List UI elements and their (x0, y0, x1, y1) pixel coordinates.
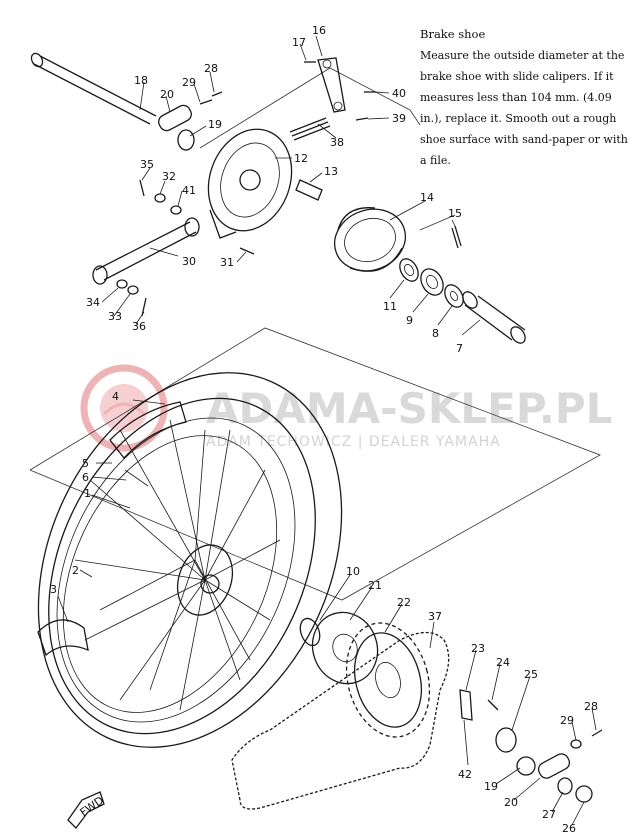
callout-11: 11 (383, 300, 397, 313)
callout-37: 37 (428, 610, 442, 623)
rear-wheel (37, 372, 343, 748)
callout-34: 34 (86, 296, 100, 309)
callouts: 1 2 3 4 5 6 7 8 9 10 11 12 13 14 15 16 1… (50, 24, 598, 835)
forward-direction-badge: FWD (67, 791, 106, 829)
callout-2: 2 (72, 564, 79, 577)
brake-plate (207, 128, 293, 239)
callout-20: 20 (160, 88, 174, 101)
assembly-guides (29, 67, 601, 601)
callout-16: 16 (312, 24, 326, 37)
callout-15: 15 (448, 207, 462, 220)
callout-40: 40 (392, 87, 406, 100)
callout-19b: 19 (484, 780, 498, 793)
callout-22: 22 (397, 596, 411, 609)
callout-38: 38 (330, 136, 344, 149)
callout-24: 24 (496, 656, 510, 669)
leader-lines (57, 35, 597, 826)
brake-shoes (333, 207, 407, 272)
callout-28: 28 (204, 62, 218, 75)
callout-17: 17 (292, 36, 306, 49)
callout-31: 31 (220, 256, 234, 269)
callout-20b: 20 (504, 796, 518, 809)
watermark-text: ADAMA-SKLEP.PL (206, 384, 612, 433)
callout-33: 33 (108, 310, 122, 323)
callout-28b: 28 (584, 700, 598, 713)
chain-adjuster-right (537, 753, 571, 779)
tension-bar (92, 217, 200, 285)
callout-39: 39 (392, 112, 406, 125)
rear-axle (30, 52, 157, 125)
callout-4: 4 (112, 390, 119, 403)
callout-3: 3 (50, 583, 57, 596)
callout-36: 36 (132, 320, 146, 333)
watermark-subtext: ADAM TECHOWICZ | DEALER YAMAHA (206, 434, 501, 450)
note-body: Measure the outside diameter at the brak… (420, 49, 628, 167)
brake-camshaft (295, 179, 323, 201)
collar-25 (495, 727, 517, 753)
callout-35: 35 (140, 158, 154, 171)
callout-29: 29 (182, 76, 196, 89)
collar-19 (177, 129, 195, 151)
forward-arrow-icon (67, 791, 105, 829)
drive-chain (231, 631, 450, 810)
washer-27 (557, 777, 573, 795)
callout-14: 14 (420, 191, 434, 204)
hub-bearing-parts (399, 258, 464, 308)
callout-41: 41 (182, 184, 196, 197)
bolt-24 (487, 699, 499, 711)
tire-section (37, 619, 89, 657)
callout-1: 1 (84, 487, 91, 500)
callout-7: 7 (456, 342, 463, 355)
pin-39 (355, 117, 369, 121)
callout-29b: 29 (560, 714, 574, 727)
callout-32: 32 (162, 170, 176, 183)
nut-26 (575, 785, 593, 803)
callout-23: 23 (471, 642, 485, 655)
callout-27: 27 (542, 808, 556, 821)
brake-spring (451, 225, 462, 249)
bolt-28-right (591, 729, 603, 737)
inner-tube (109, 401, 187, 460)
callout-30: 30 (182, 255, 196, 268)
axle-spacer (462, 291, 526, 344)
callout-6: 6 (82, 471, 89, 484)
callout-8: 8 (432, 327, 439, 340)
lock-plate (459, 689, 473, 721)
brake-shoe-note: Brake shoe Measure the outside diameter … (420, 24, 632, 171)
watermark: ADAMA-SKLEP.PL ADAM TECHOWICZ | DEALER Y… (80, 364, 612, 452)
callout-25: 25 (524, 668, 538, 681)
callout-13: 13 (324, 165, 338, 178)
callout-26: 26 (562, 822, 576, 835)
note-title: Brake shoe (420, 27, 486, 41)
callout-42: 42 (458, 768, 472, 781)
sprocket-hub (311, 611, 379, 685)
callout-5: 5 (82, 457, 89, 470)
oil-seal (299, 617, 321, 647)
small-fasteners (116, 179, 255, 317)
callout-19: 19 (208, 118, 222, 131)
nut-29-right (570, 739, 582, 749)
rear-sprocket (345, 622, 431, 738)
callout-10: 10 (346, 565, 360, 578)
callout-12: 12 (294, 152, 308, 165)
callout-18: 18 (134, 74, 148, 87)
brake-lever (304, 57, 346, 113)
watermark-logo (80, 364, 168, 452)
chain-adjuster-left (158, 91, 223, 132)
rim-band (124, 469, 149, 487)
collar-19-right (516, 756, 536, 776)
callout-9: 9 (406, 314, 413, 327)
callout-21: 21 (368, 579, 382, 592)
